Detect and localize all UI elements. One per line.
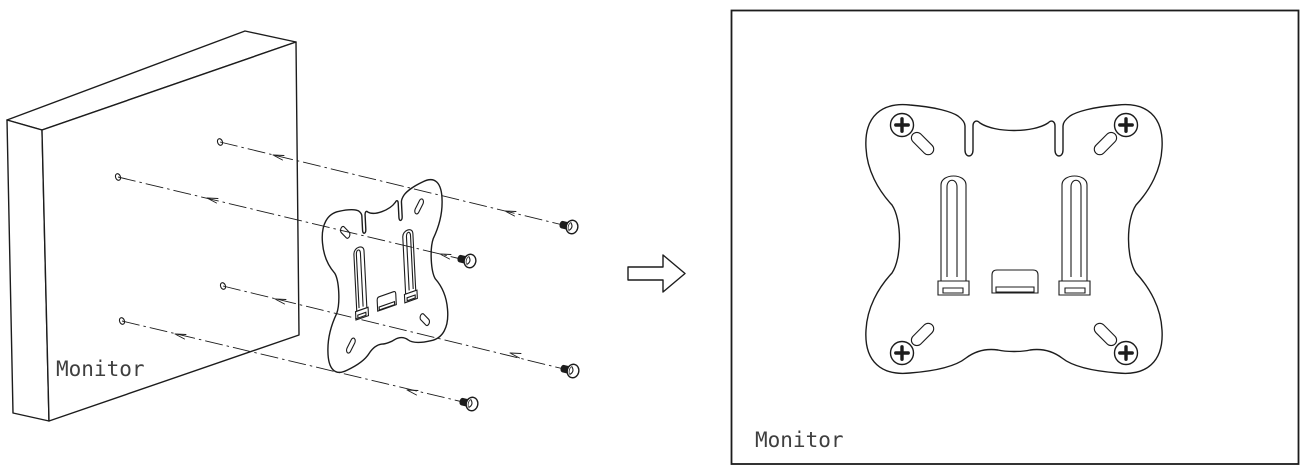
monitor-label: Monitor (755, 428, 844, 452)
installed-screw (888, 111, 916, 139)
mounting-screw (557, 216, 580, 236)
exploded-view: Monitor (6, 30, 581, 422)
vesa-bracket-perspective (320, 174, 450, 378)
mounting-screw (455, 250, 478, 270)
alignment-dashline (117, 176, 462, 260)
arrowhead-icon (406, 389, 419, 396)
mounting-screw (457, 393, 480, 413)
installed-screw (888, 339, 916, 367)
installed-screw (1112, 111, 1140, 139)
alignment-lines (117, 141, 565, 403)
monitor-slab (6, 30, 300, 422)
vesa-bracket-mounted (865, 103, 1163, 375)
transition-arrow-icon (627, 254, 686, 293)
mounting-screw (558, 360, 581, 380)
alignment-dashline (222, 285, 565, 370)
mounted-view: Monitor (730, 9, 1300, 465)
installed-screw (1112, 339, 1140, 367)
monitor-back-face (41, 41, 300, 422)
screws (455, 216, 581, 413)
arrowhead-icon (439, 253, 452, 260)
monitor-label: Monitor (56, 357, 145, 381)
